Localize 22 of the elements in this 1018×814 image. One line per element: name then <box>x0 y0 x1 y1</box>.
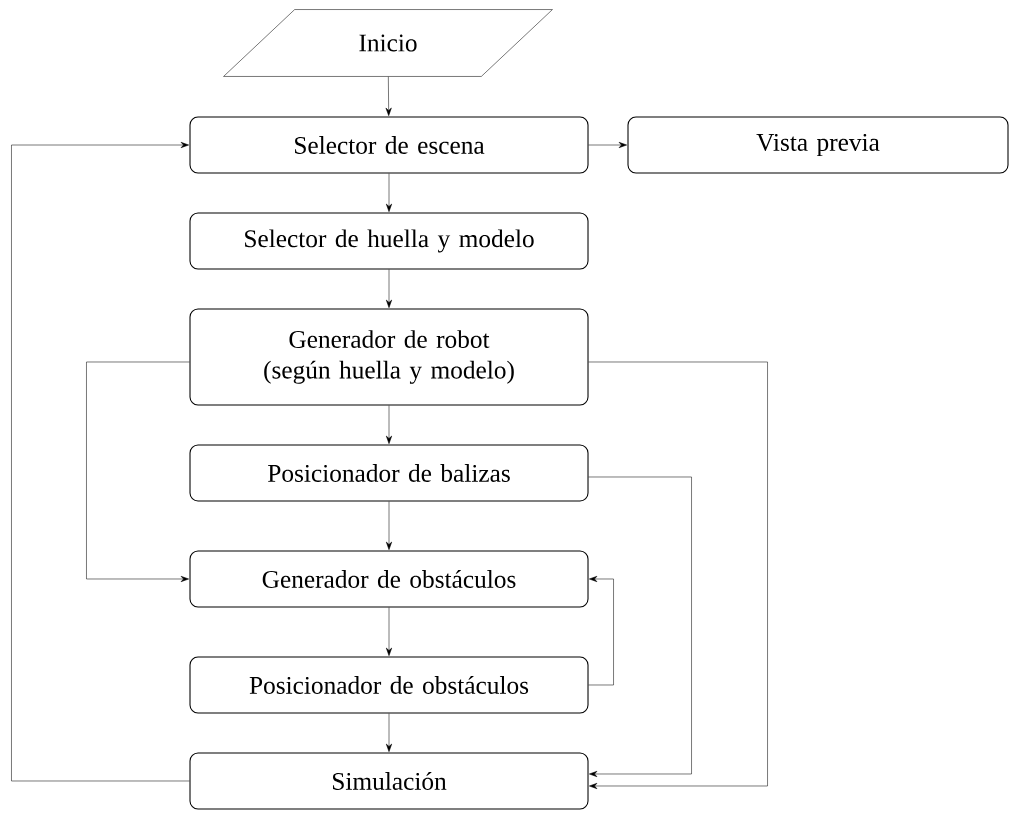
input-parallelogram: Inicio <box>223 9 553 77</box>
process-box: Generador de obstáculos <box>189 550 589 608</box>
process-box: Selector de escena <box>189 116 589 174</box>
arrow <box>11 142 190 782</box>
arrow <box>386 501 392 550</box>
arrow <box>386 173 392 212</box>
arrow <box>386 269 392 308</box>
process-box: Simulación <box>189 752 589 810</box>
arrow <box>386 713 392 752</box>
process-box: Posicionador de obstáculos <box>189 656 589 714</box>
arrow <box>588 476 692 777</box>
process-box: Generador de robot (según huella y modelo) <box>189 308 589 406</box>
arrow <box>588 576 614 686</box>
arrow <box>386 607 392 656</box>
arrow <box>385 76 392 116</box>
process-box: Selector de huella y modelo <box>189 212 589 270</box>
process-box: Vista previa <box>627 116 1009 174</box>
arrow <box>588 142 627 148</box>
arrow <box>386 405 392 444</box>
arrow <box>86 361 190 582</box>
arrow <box>588 361 768 789</box>
process-box: Posicionador de balizas <box>189 444 589 502</box>
